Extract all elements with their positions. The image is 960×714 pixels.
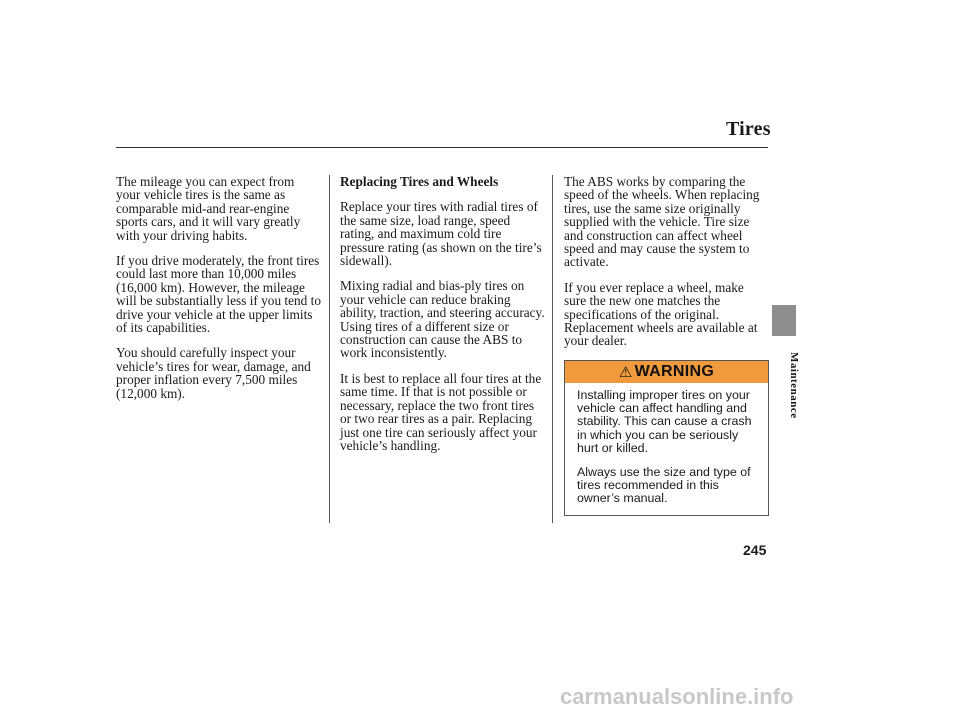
column-3: The ABS works by comparing the speed of … [564,175,769,360]
column-divider-2 [552,175,553,523]
paragraph: The mileage you can expect from your veh… [116,174,301,243]
header-rule [116,147,768,148]
paragraph: If you ever replace a wheel, make sure t… [564,279,758,349]
page-number: 245 [743,542,767,558]
warning-paragraph: Installing improper tires on your vehicl… [577,388,752,455]
paragraph: Mixing radial and bias-ply tires on your… [340,278,545,361]
paragraph: You should carefully inspect your vehicl… [116,345,311,401]
warning-box: ⚠ WARNING Installing improper tires on y… [564,360,769,516]
column-2: Replacing Tires and Wheels Replace your … [340,175,547,464]
section-tab-marker [772,305,796,336]
warning-body: Installing improper tires on your vehicl… [565,383,768,506]
section-heading: Replacing Tires and Wheels [340,174,499,189]
paragraph: Replace your tires with radial tires of … [340,199,542,269]
watermark: carmanualsonline.info [560,684,794,709]
warning-paragraph: Always use the size and type of tires re… [577,465,751,506]
paragraph: The ABS works by comparing the speed of … [564,174,760,270]
column-divider-1 [329,175,330,523]
column-1: The mileage you can expect from your veh… [116,175,322,412]
paragraph: It is best to replace all four tires at … [340,370,542,453]
warning-header: ⚠ WARNING [565,361,768,383]
warning-triangle-icon: ⚠ [618,364,633,381]
warning-label: WARNING [634,363,715,380]
page-title: Tires [726,118,771,140]
paragraph: If you drive moderately, the front tires… [116,253,321,336]
section-side-label: Maintenance [788,352,800,419]
